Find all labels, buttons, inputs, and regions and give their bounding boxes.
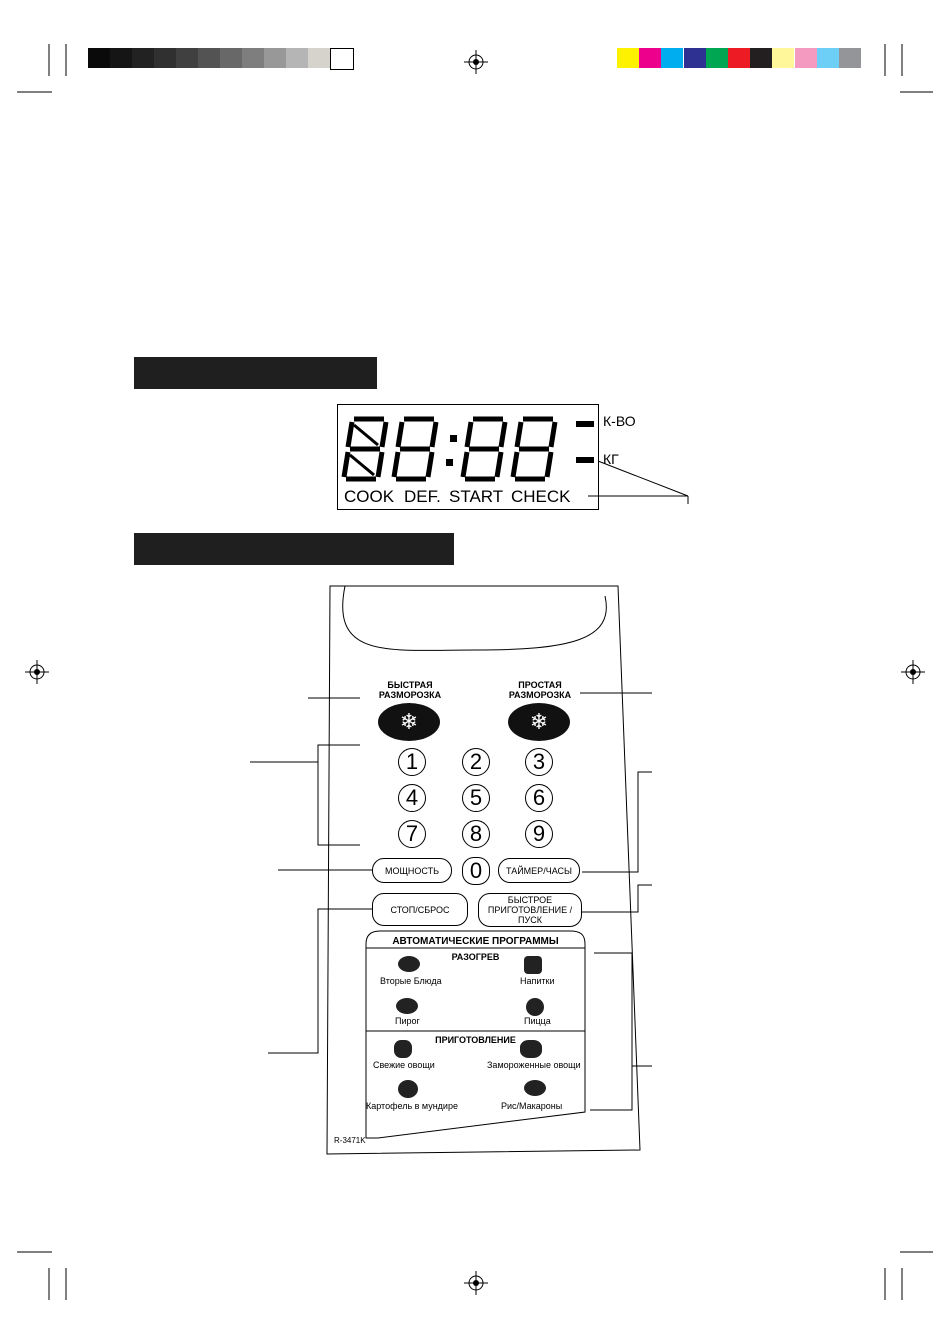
process-color-swatch <box>661 48 684 68</box>
digit-key-8[interactable]: 8 <box>462 820 490 848</box>
timer-clock-button[interactable]: ТАЙМЕР/ЧАСЫ <box>498 858 580 883</box>
reheat-main-dishes[interactable]: Вторые Блюда <box>380 976 442 986</box>
process-color-swatch <box>683 48 706 68</box>
model-number: R-3471K <box>334 1136 366 1145</box>
digit-key-6[interactable]: 6 <box>525 784 553 812</box>
digit-key-5[interactable]: 5 <box>462 784 490 812</box>
process-color-swatch <box>617 48 639 68</box>
snowflake-drop-icon: ❄ <box>529 709 549 734</box>
cook-frozen-vegetables[interactable]: Замороженные овощи <box>487 1060 581 1070</box>
unit-count-label: К-ВО <box>603 413 636 429</box>
process-color-swatch <box>772 48 795 68</box>
reheat-pie[interactable]: Пирог <box>395 1016 420 1026</box>
lcd-word-def: DEF. <box>404 487 441 506</box>
power-button[interactable]: МОЩНОСТЬ <box>372 858 452 883</box>
process-color-swatch <box>816 48 839 68</box>
unit-weight-label: КГ <box>603 451 619 467</box>
gray-swatch <box>88 48 110 68</box>
digit-key-2[interactable]: 2 <box>462 748 490 776</box>
main-dishes-icon <box>398 956 420 972</box>
gray-swatch <box>308 48 330 68</box>
cook-rice-pasta[interactable]: Рис/Макароны <box>501 1101 563 1111</box>
process-color-swatch <box>839 48 861 68</box>
digit-key-4[interactable]: 4 <box>398 784 426 812</box>
process-color-swatch <box>728 48 750 68</box>
panel-section-header-bar <box>134 533 454 565</box>
process-color-swatch <box>639 48 662 68</box>
gray-swatch <box>330 48 354 70</box>
pizza-icon <box>526 998 544 1016</box>
digit-key-1[interactable]: 1 <box>398 748 426 776</box>
gray-swatch <box>286 48 308 68</box>
pie-icon <box>396 998 418 1014</box>
lcd-digits <box>341 416 594 482</box>
gray-swatch <box>176 48 198 68</box>
digit-key-0[interactable]: 0 <box>462 857 490 885</box>
gray-swatch <box>242 48 264 68</box>
lcd-word-cook: COOK <box>344 487 395 506</box>
beverage-cup-icon <box>524 956 542 974</box>
digit-key-3[interactable]: 3 <box>525 748 553 776</box>
gray-swatch <box>220 48 242 68</box>
cook-title: ПРИГОТОВЛЕНИЕ <box>435 1035 516 1045</box>
reheat-beverages[interactable]: Напитки <box>520 976 555 986</box>
cook-fresh-vegetables[interactable]: Свежие овощи <box>373 1060 435 1070</box>
display-section-header-bar <box>134 357 377 389</box>
fast-defrost-button[interactable]: ❄ <box>378 703 440 741</box>
simple-defrost-button[interactable]: ❄ <box>508 703 570 741</box>
auto-programs-title: АВТОМАТИЧЕСКИЕ ПРОГРАММЫ <box>392 936 559 947</box>
gray-swatch <box>110 48 132 68</box>
process-color-swatch <box>705 48 728 68</box>
process-color-swatch <box>750 48 773 68</box>
stop-reset-button[interactable]: СТОП/СБРОС <box>372 893 468 926</box>
gray-swatch <box>198 48 220 68</box>
process-color-swatch <box>794 48 817 68</box>
snowflake-drops-icon: ❄ <box>399 709 419 734</box>
gray-swatch <box>154 48 176 68</box>
digit-key-7[interactable]: 7 <box>398 820 426 848</box>
reheat-title: РАЗОГРЕВ <box>451 952 500 962</box>
lcd-display: COOK DEF. START CHECK <box>337 404 599 510</box>
cook-jacket-potatoes[interactable]: Картофель в мундире <box>366 1101 458 1111</box>
reheat-pizza[interactable]: Пицца <box>524 1016 551 1026</box>
rice-bowl-icon <box>524 1080 546 1096</box>
lcd-word-check: CHECK <box>511 487 571 506</box>
fresh-vegetables-icon <box>394 1040 412 1058</box>
potato-icon <box>398 1080 418 1098</box>
lcd-word-start: START <box>449 487 504 506</box>
digit-key-9[interactable]: 9 <box>525 820 553 848</box>
frozen-vegetables-icon <box>520 1040 542 1058</box>
gray-swatch <box>132 48 154 68</box>
gray-swatch <box>264 48 286 68</box>
